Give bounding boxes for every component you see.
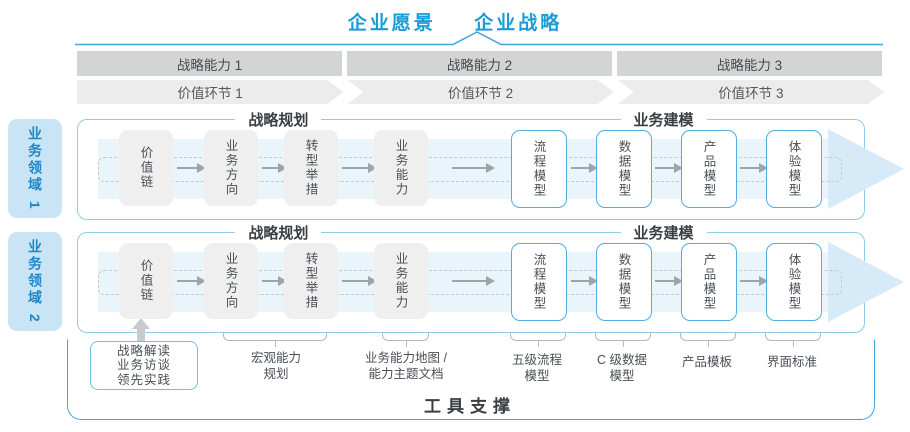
value-band: 价值环节 1 价值环节 2 价值环节 3 bbox=[77, 80, 884, 104]
flow-arrow-icon bbox=[571, 275, 598, 286]
box-business-direction: 业务方向 bbox=[204, 243, 258, 319]
section-title-business-modeling: 业务建模 bbox=[620, 109, 707, 130]
peak-line bbox=[75, 31, 883, 46]
bracket-connector bbox=[765, 332, 821, 347]
diagram-header: 企业愿景 企业战略 bbox=[0, 8, 910, 35]
box-product-model: 产品模型 bbox=[681, 243, 737, 321]
bracket-connector bbox=[680, 332, 736, 347]
practice-line: 领先实践 bbox=[116, 372, 171, 387]
flow-arrow-icon bbox=[740, 162, 768, 173]
box-transformation-initiatives: 转型举措 bbox=[284, 130, 338, 206]
flow-arrowhead-icon bbox=[828, 242, 904, 322]
note-data-model: C 级数据 模型 bbox=[596, 353, 647, 383]
flow-arrow-icon bbox=[655, 275, 683, 286]
bracket-connector bbox=[510, 332, 566, 347]
flow-arrow-icon bbox=[262, 162, 287, 173]
section-title-strategic-planning: 战略规划 bbox=[235, 109, 322, 130]
box-business-capability: 业务能力 bbox=[374, 243, 428, 319]
strategy-title: 企业战略 bbox=[474, 13, 563, 34]
section-title-business-modeling: 业务建模 bbox=[620, 222, 707, 243]
bracket-connector bbox=[223, 332, 327, 347]
box-experience-model: 体验模型 bbox=[766, 130, 822, 208]
dashed-pipeline bbox=[98, 270, 842, 295]
practice-box: 战略解读 业务访谈 领先实践 bbox=[90, 341, 198, 390]
box-value-chain: 价值链 bbox=[119, 243, 173, 319]
flow-arrow-icon bbox=[655, 162, 683, 173]
domain-tab-2: 业务领域 2 bbox=[8, 232, 62, 331]
bracket-connector bbox=[382, 332, 429, 347]
capability-band: 战略能力 1 战略能力 2 战略能力 3 bbox=[77, 51, 882, 76]
up-arrow-stem bbox=[137, 329, 145, 341]
note-macro-capability: 宏观能力 规划 bbox=[250, 351, 301, 381]
box-process-model: 流程模型 bbox=[511, 243, 567, 321]
note-capability-map: 业务能力地图 / 能力主题文档 bbox=[365, 351, 447, 381]
box-data-model: 数据模型 bbox=[596, 243, 652, 321]
value-chevron-segment-3: 价值环节 3 bbox=[618, 80, 884, 104]
flow-arrowhead-icon bbox=[828, 129, 904, 209]
bracket-connector bbox=[595, 332, 651, 347]
domain-tab-1: 业务领域 1 bbox=[8, 119, 62, 218]
section-title-strategic-planning: 战略规划 bbox=[235, 222, 322, 243]
lane-business-domain-2: 战略规划 业务建模 价值链 业务方向 转型举措 业务能力 流程模型 数据模型 产… bbox=[77, 222, 904, 333]
value-chevron-segment-1: 价值环节 1 bbox=[77, 80, 343, 104]
flow-arrow-icon bbox=[452, 275, 495, 286]
note-product-template: 产品模板 bbox=[681, 355, 732, 369]
box-value-chain: 价值链 bbox=[119, 130, 173, 206]
capability-band-segment-2: 战略能力 2 bbox=[347, 51, 612, 76]
box-experience-model: 体验模型 bbox=[766, 243, 822, 321]
flow-arrow-icon bbox=[342, 275, 377, 286]
note-ui-standard: 界面标准 bbox=[766, 355, 817, 369]
practice-line: 战略解读 bbox=[116, 343, 171, 358]
box-process-model: 流程模型 bbox=[511, 130, 567, 208]
flow-arrow-icon bbox=[452, 162, 495, 173]
practice-line: 业务访谈 bbox=[116, 358, 171, 373]
tools-support-title: 工具支撑 bbox=[424, 397, 516, 416]
up-arrow-icon bbox=[132, 318, 150, 329]
flow-arrow-icon bbox=[740, 275, 768, 286]
capability-band-segment-1: 战略能力 1 bbox=[77, 51, 342, 76]
box-product-model: 产品模型 bbox=[681, 130, 737, 208]
dashed-pipeline bbox=[98, 157, 842, 182]
capability-band-segment-3: 战略能力 3 bbox=[617, 51, 882, 76]
flow-arrow-icon bbox=[177, 275, 206, 286]
tools-support-container bbox=[67, 339, 875, 420]
flow-arrow-icon bbox=[342, 162, 377, 173]
box-business-capability: 业务能力 bbox=[374, 130, 428, 206]
lane-business-domain-1: 战略规划 业务建模 价值链 业务方向 转型举措 业务能力 流程模型 数据模型 产… bbox=[77, 109, 904, 220]
box-data-model: 数据模型 bbox=[596, 130, 652, 208]
flow-arrow-icon bbox=[262, 275, 287, 286]
flow-arrow-icon bbox=[177, 162, 206, 173]
vision-title: 企业愿景 bbox=[347, 13, 436, 34]
note-process-model: 五级流程 模型 bbox=[511, 353, 562, 383]
flow-arrow-icon bbox=[571, 162, 598, 173]
box-business-direction: 业务方向 bbox=[204, 130, 258, 206]
value-chevron-segment-2: 价值环节 2 bbox=[347, 80, 613, 104]
box-transformation-initiatives: 转型举措 bbox=[284, 243, 338, 319]
